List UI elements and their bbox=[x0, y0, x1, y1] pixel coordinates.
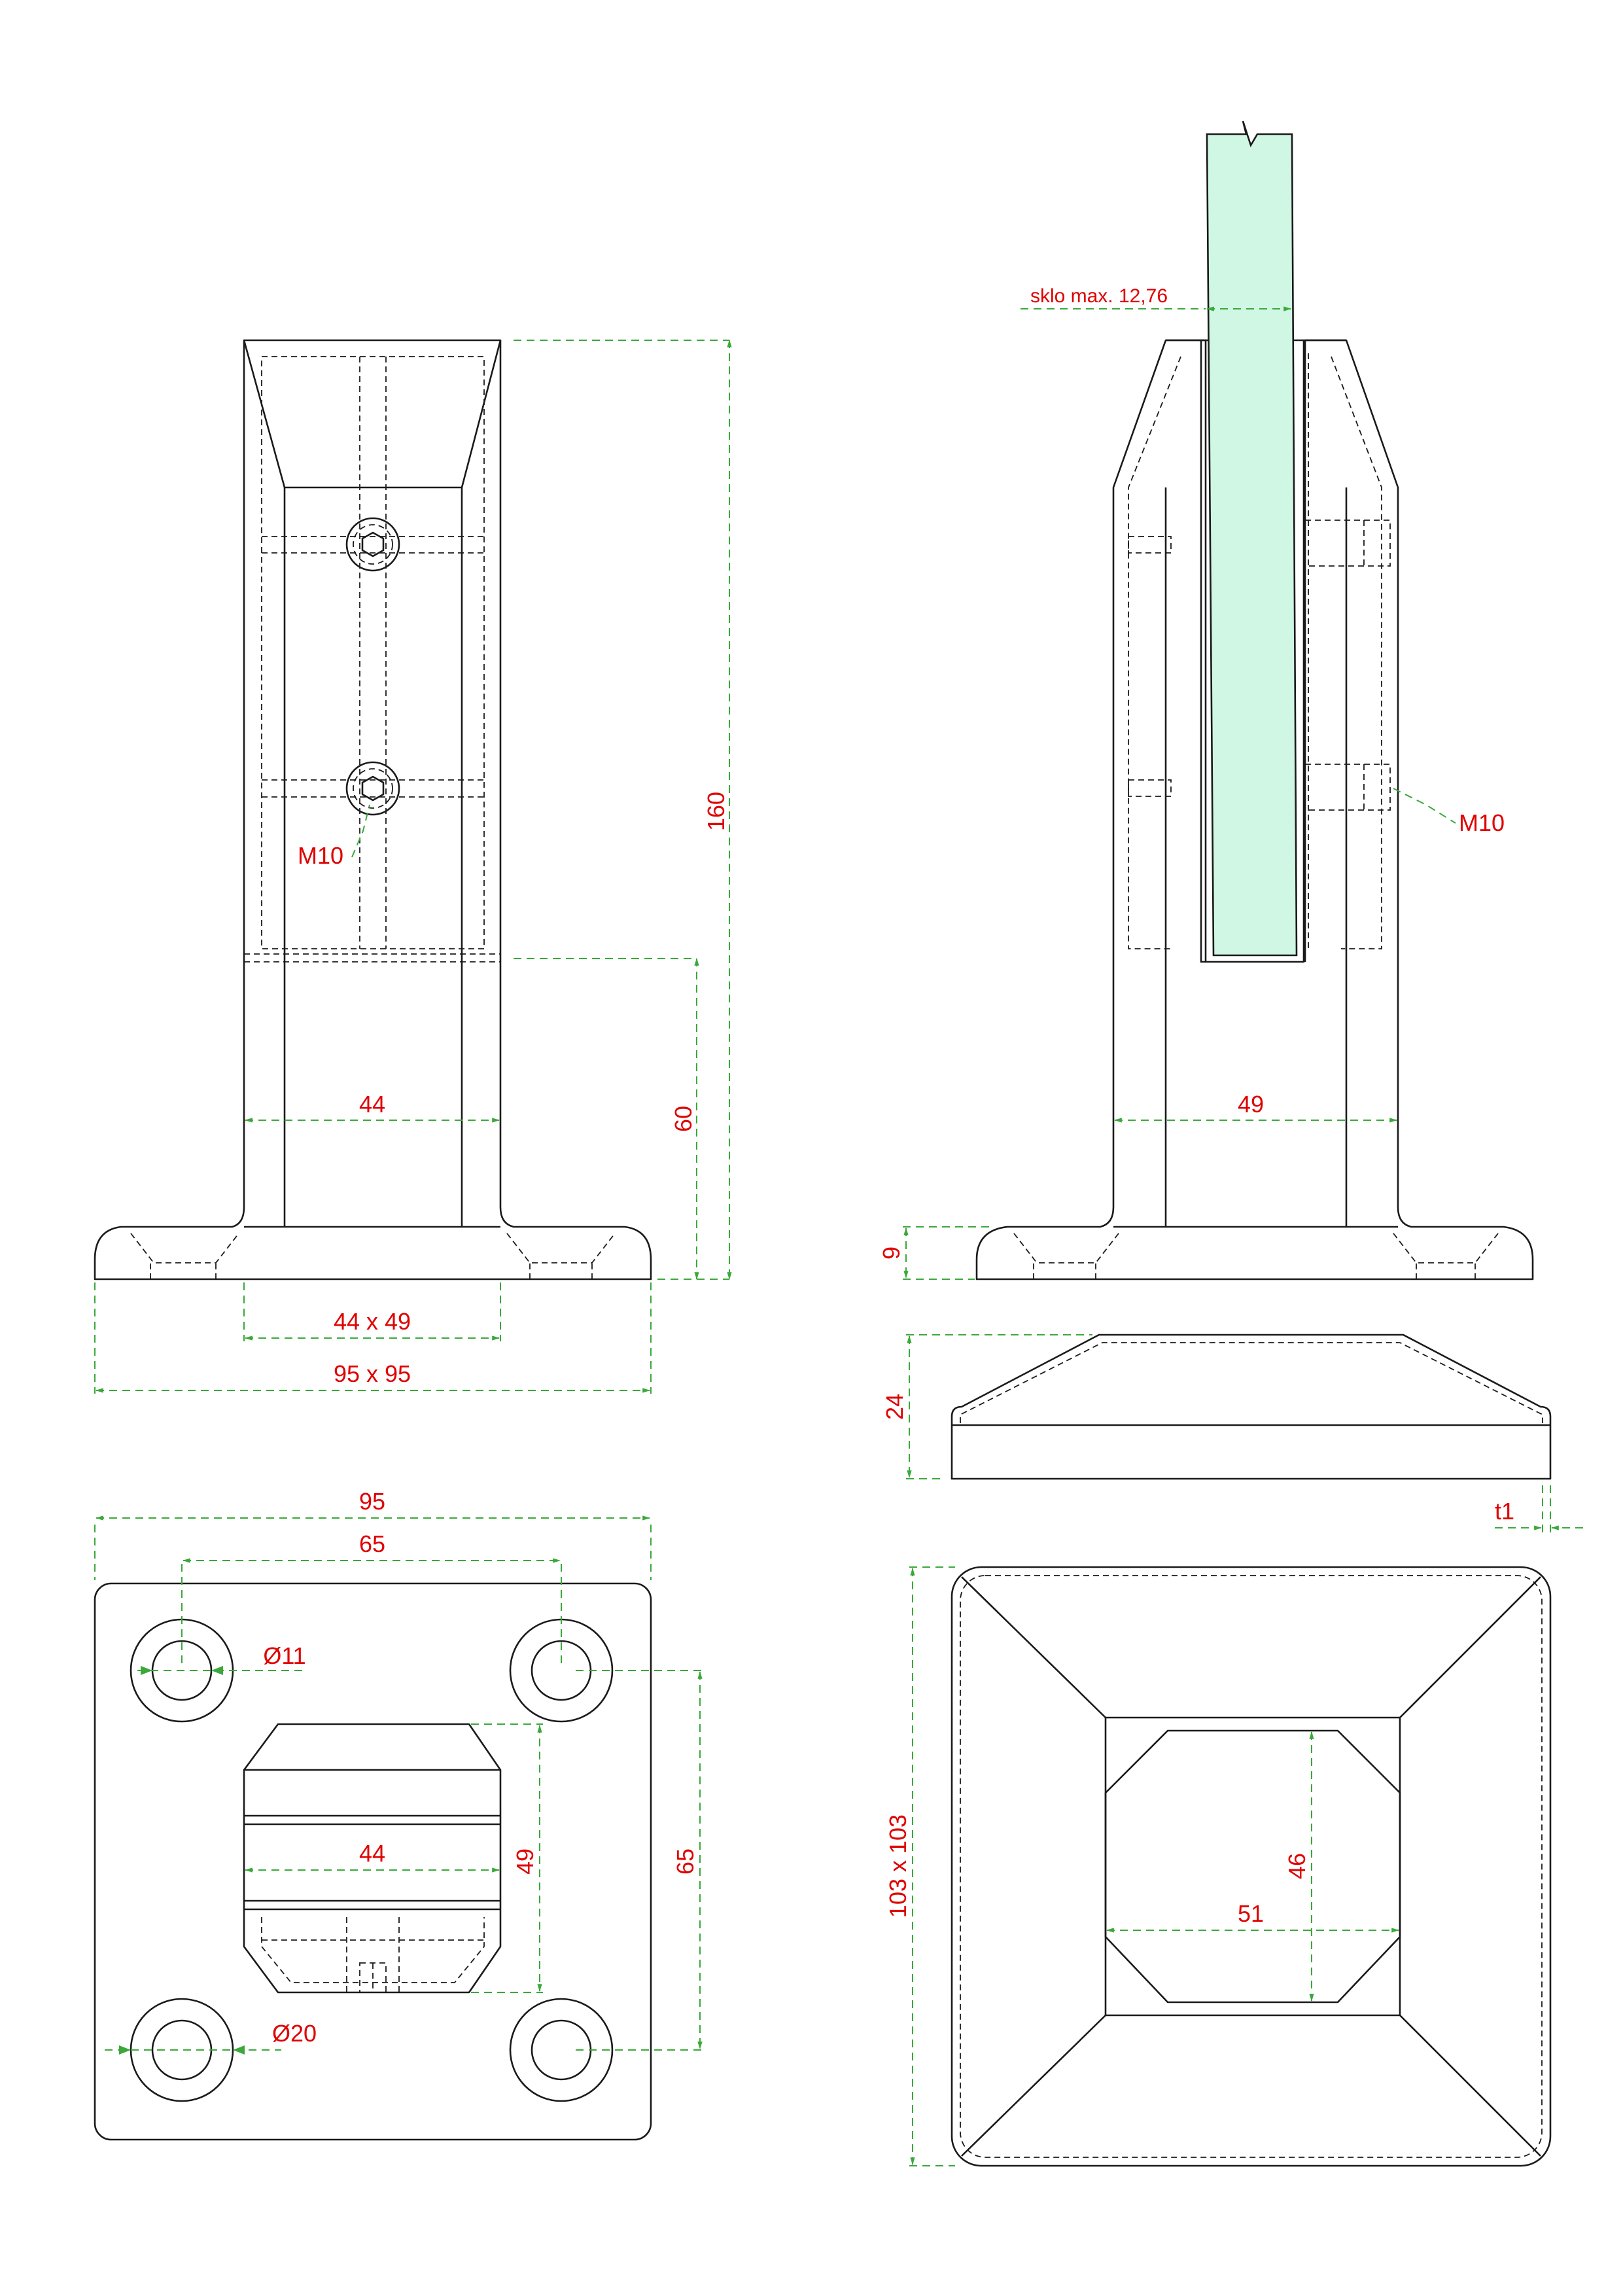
dim-44-plate: 44 bbox=[359, 1840, 385, 1867]
dim-44-front: 44 bbox=[359, 1091, 385, 1118]
dim-t1: t1 bbox=[1495, 1498, 1514, 1525]
plate-dimensions: 95 65 Ø11 Ø20 44 49 65 bbox=[94, 1488, 703, 2055]
dim-24: 24 bbox=[881, 1394, 908, 1420]
glass-panel bbox=[1206, 120, 1298, 957]
dim-9: 9 bbox=[878, 1246, 905, 1260]
callout-m10-side: M10 bbox=[1459, 809, 1505, 836]
dim-44x49: 44 x 49 bbox=[334, 1308, 411, 1335]
dim-46: 46 bbox=[1283, 1853, 1310, 1879]
dim-dia-11: Ø11 bbox=[263, 1642, 305, 1669]
front-view bbox=[94, 339, 652, 1280]
dim-49-side: 49 bbox=[1238, 1091, 1264, 1118]
side-view bbox=[975, 339, 1534, 1280]
dim-glass-max: sklo max. 12,76 bbox=[1030, 285, 1168, 307]
dim-dia-20: Ø20 bbox=[272, 2020, 317, 2047]
dim-65-holes-x: 65 bbox=[359, 1530, 385, 1557]
dim-51: 51 bbox=[1238, 1900, 1264, 1927]
front-dimensions: 160 60 44 44 x 49 95 x 95 M10 bbox=[94, 339, 732, 1394]
dim-95-plate: 95 bbox=[359, 1488, 385, 1515]
cover-top-view bbox=[951, 1566, 1552, 2167]
cover-side-view: 24 t1 bbox=[881, 1333, 1583, 1534]
dim-103x103: 103 x 103 bbox=[884, 1814, 911, 1918]
dim-160: 160 bbox=[703, 792, 729, 831]
dim-95x95: 95 x 95 bbox=[334, 1360, 411, 1387]
dim-49-plate: 49 bbox=[512, 1848, 538, 1875]
callout-m10-front: M10 bbox=[298, 842, 343, 869]
dim-65-holes-y: 65 bbox=[672, 1848, 699, 1875]
cover-dimensions: 103 x 103 51 46 bbox=[884, 1566, 1400, 2166]
dim-60: 60 bbox=[670, 1106, 697, 1132]
side-dimensions: sklo max. 12,76 49 9 M10 bbox=[878, 285, 1505, 1280]
